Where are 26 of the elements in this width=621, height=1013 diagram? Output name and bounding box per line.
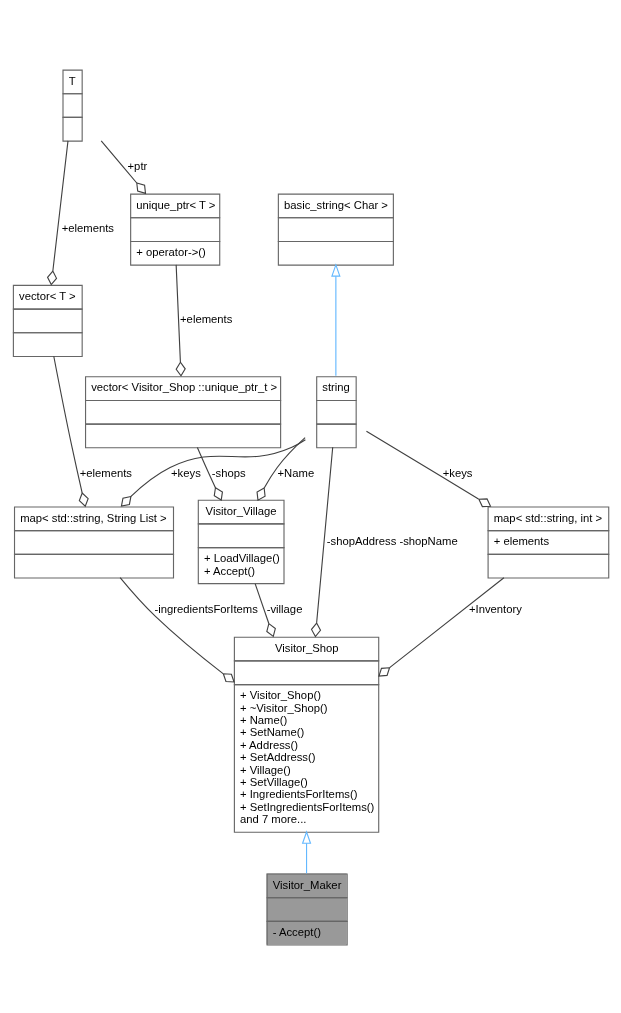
connector <box>310 446 334 638</box>
edge-label: -village <box>266 602 303 615</box>
edge-label: +Name <box>277 466 315 479</box>
edge-label: -ingredientsForItems <box>154 602 258 615</box>
connector <box>120 438 306 507</box>
connector <box>196 446 224 501</box>
edge-label: -shops <box>211 466 246 479</box>
arrow <box>331 262 341 376</box>
edge-label: -shopAddress -shopName <box>326 534 458 547</box>
edge-label: +keys <box>442 466 473 479</box>
connector <box>256 436 306 501</box>
connector <box>378 576 505 677</box>
connector <box>175 263 186 377</box>
edge-label: +elements <box>180 312 233 325</box>
edge-label: +elements <box>79 466 132 479</box>
edge-label: +ptr <box>127 159 148 172</box>
arrow <box>301 829 312 874</box>
edge-label: +Inventory <box>468 602 522 615</box>
connector <box>46 139 69 286</box>
edge-label: +keys <box>171 466 201 479</box>
connector <box>100 139 147 194</box>
connector <box>119 576 235 683</box>
edge-label: +elements <box>61 221 114 234</box>
connector <box>365 430 492 507</box>
connector <box>254 582 276 637</box>
connector <box>53 355 89 507</box>
